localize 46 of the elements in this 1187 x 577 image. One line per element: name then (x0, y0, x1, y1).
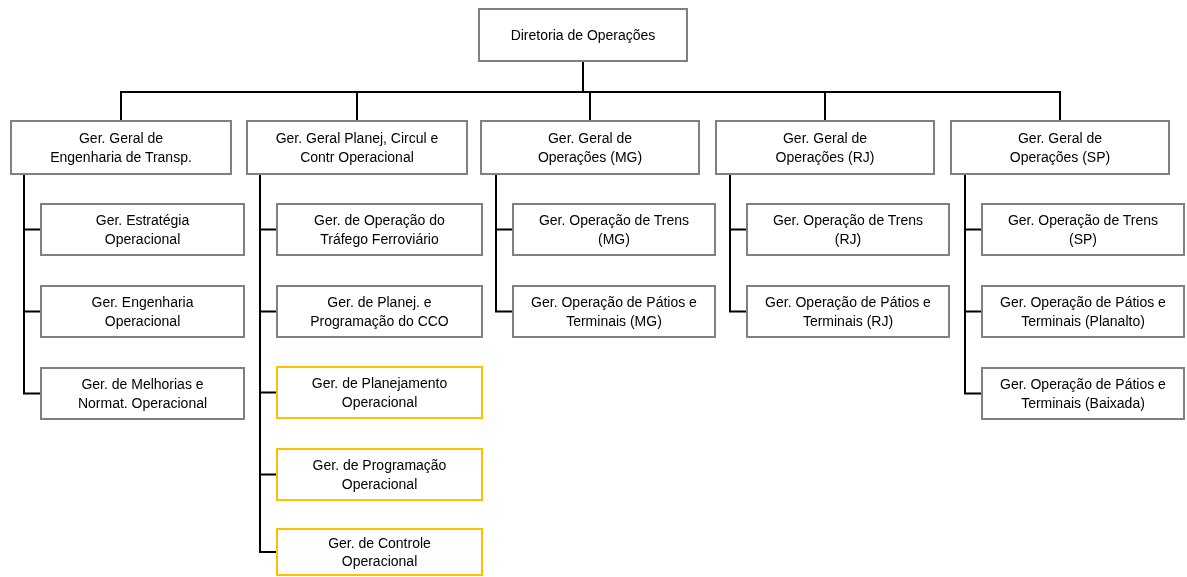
org-unit-box (512, 285, 716, 338)
unit-name: Ger. Operação de Trens (SP) (1006, 211, 1160, 248)
unit-name: Ger. Operação de Trens (MG) (537, 211, 691, 248)
org-unit-box (10, 120, 232, 175)
unit-name: Ger. Geral de Operações (RJ) (774, 129, 876, 166)
unit-name: Ger. de Operação do Tráfego Ferroviário (313, 211, 446, 248)
org-unit-box (746, 285, 950, 338)
connector-line (729, 174, 747, 313)
org-unit-box (276, 203, 483, 256)
connector-line (495, 174, 513, 313)
org-unit-box (981, 367, 1185, 420)
org-unit-box (981, 203, 1185, 256)
unit-name: Ger. de Planejamento Operacional (310, 374, 449, 411)
org-unit-box (40, 367, 245, 420)
unit-name: Ger. Operação de Pátios e Terminais (Baixada) (999, 375, 1167, 412)
org-unit-box (981, 285, 1185, 338)
org-unit-box (40, 203, 245, 256)
unit-name: Ger. de Programação Operacional (311, 456, 448, 493)
unit-name: Ger. Operação de Pátios e Terminais (MG) (530, 293, 698, 330)
org-unit-box (276, 528, 483, 576)
org-unit-box (478, 8, 688, 62)
unit-name: Ger. de Melhorias e Normat. Operacional (76, 375, 209, 412)
connector-line (23, 174, 41, 395)
org-unit-box (276, 366, 483, 419)
unit-name: Ger. Estratégia Operacional (94, 211, 191, 248)
unit-name: Ger. Operação de Trens (RJ) (771, 211, 925, 248)
unit-name: Ger. de Planej. e Programação do CCO (309, 293, 450, 330)
org-unit-box (512, 203, 716, 256)
org-unit-box (746, 203, 950, 256)
org-unit-box (40, 285, 245, 338)
unit-name: Ger. Engenharia Operacional (90, 293, 195, 330)
unit-name: Ger. Geral Planej, Circul e Contr Operacional (274, 129, 440, 166)
org-unit-box (276, 448, 483, 501)
unit-name: Ger. Geral de Engenharia de Transp. (49, 129, 193, 166)
org-unit-box (276, 285, 483, 338)
connector-line (964, 174, 982, 395)
unit-name: Diretoria de Operações (510, 25, 656, 45)
unit-name: Ger. Geral de Operações (MG) (536, 129, 644, 166)
unit-name: Ger. de Controle Operacional (327, 533, 432, 571)
org-unit-box (480, 120, 700, 175)
unit-name: Ger. Geral de Operações (SP) (1008, 129, 1112, 166)
unit-name: Ger. Operação de Pátios e Terminais (RJ) (764, 293, 932, 330)
org-unit-box (950, 120, 1170, 175)
unit-name: Ger. Operação de Pátios e Terminais (Planalto) (999, 293, 1167, 330)
org-unit-box (715, 120, 935, 175)
org-unit-box (246, 120, 468, 175)
